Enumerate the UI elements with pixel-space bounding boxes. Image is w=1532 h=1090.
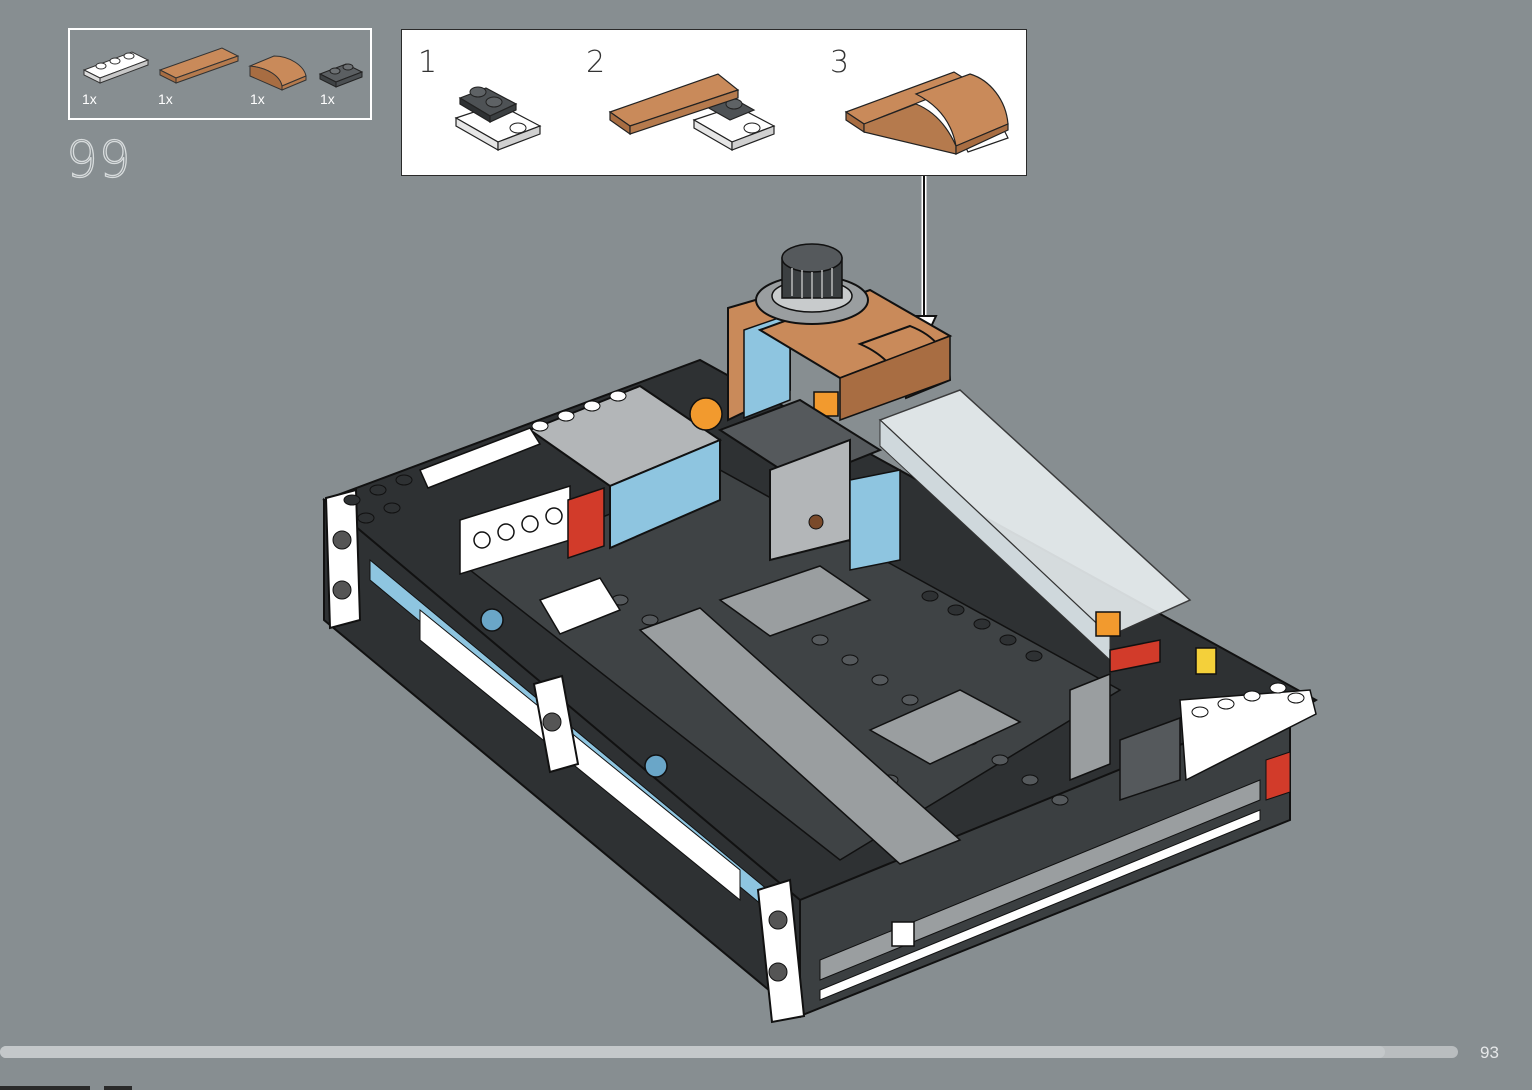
page-number: 93 <box>1480 1043 1499 1063</box>
progress-bar <box>0 1046 1458 1058</box>
corner-marks <box>0 1086 132 1090</box>
progress-bar-fill <box>0 1046 1385 1058</box>
